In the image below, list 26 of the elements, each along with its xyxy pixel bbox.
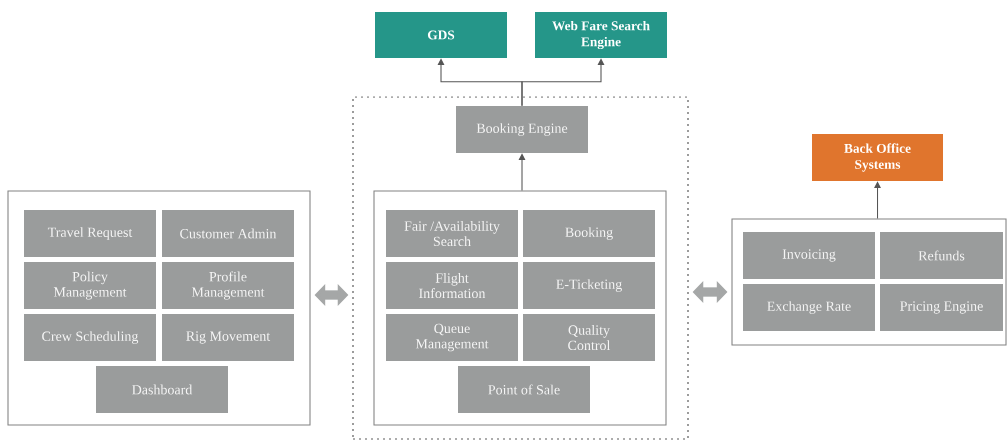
arrow xyxy=(874,181,881,219)
system-box: Web Fare Search Engine xyxy=(535,12,667,58)
module-box: Quality Control xyxy=(523,314,655,361)
module-box: Booking Engine xyxy=(456,106,588,153)
module-box: Refunds xyxy=(880,232,1003,279)
system-box: GDS xyxy=(375,12,507,58)
module-box: Policy Management xyxy=(24,262,156,309)
module-box: Profile Management xyxy=(162,262,294,309)
module-box: E-Ticketing xyxy=(523,262,655,309)
module-box: Customer Admin xyxy=(162,210,294,257)
arrow xyxy=(518,153,526,191)
module-box: Travel Request xyxy=(24,210,156,257)
module-box: Fair /Availability Search xyxy=(386,210,518,257)
module-box: Invoicing xyxy=(743,232,875,279)
module-box: Point of Sale xyxy=(458,366,590,413)
module-box: Queue Management xyxy=(386,314,518,361)
module-box: Dashboard xyxy=(96,366,228,413)
arrow xyxy=(521,58,605,107)
module-box: Flight Information xyxy=(386,262,518,309)
system-box: Back Office Systems xyxy=(812,134,943,181)
dotted-boundary xyxy=(352,96,689,440)
module-box: Exchange Rate xyxy=(743,284,875,331)
module-box: Crew Scheduling xyxy=(24,314,156,361)
module-box: Rig Movement xyxy=(162,314,294,361)
module-box: Booking xyxy=(523,210,655,257)
module-box: Pricing Engine xyxy=(880,284,1003,331)
